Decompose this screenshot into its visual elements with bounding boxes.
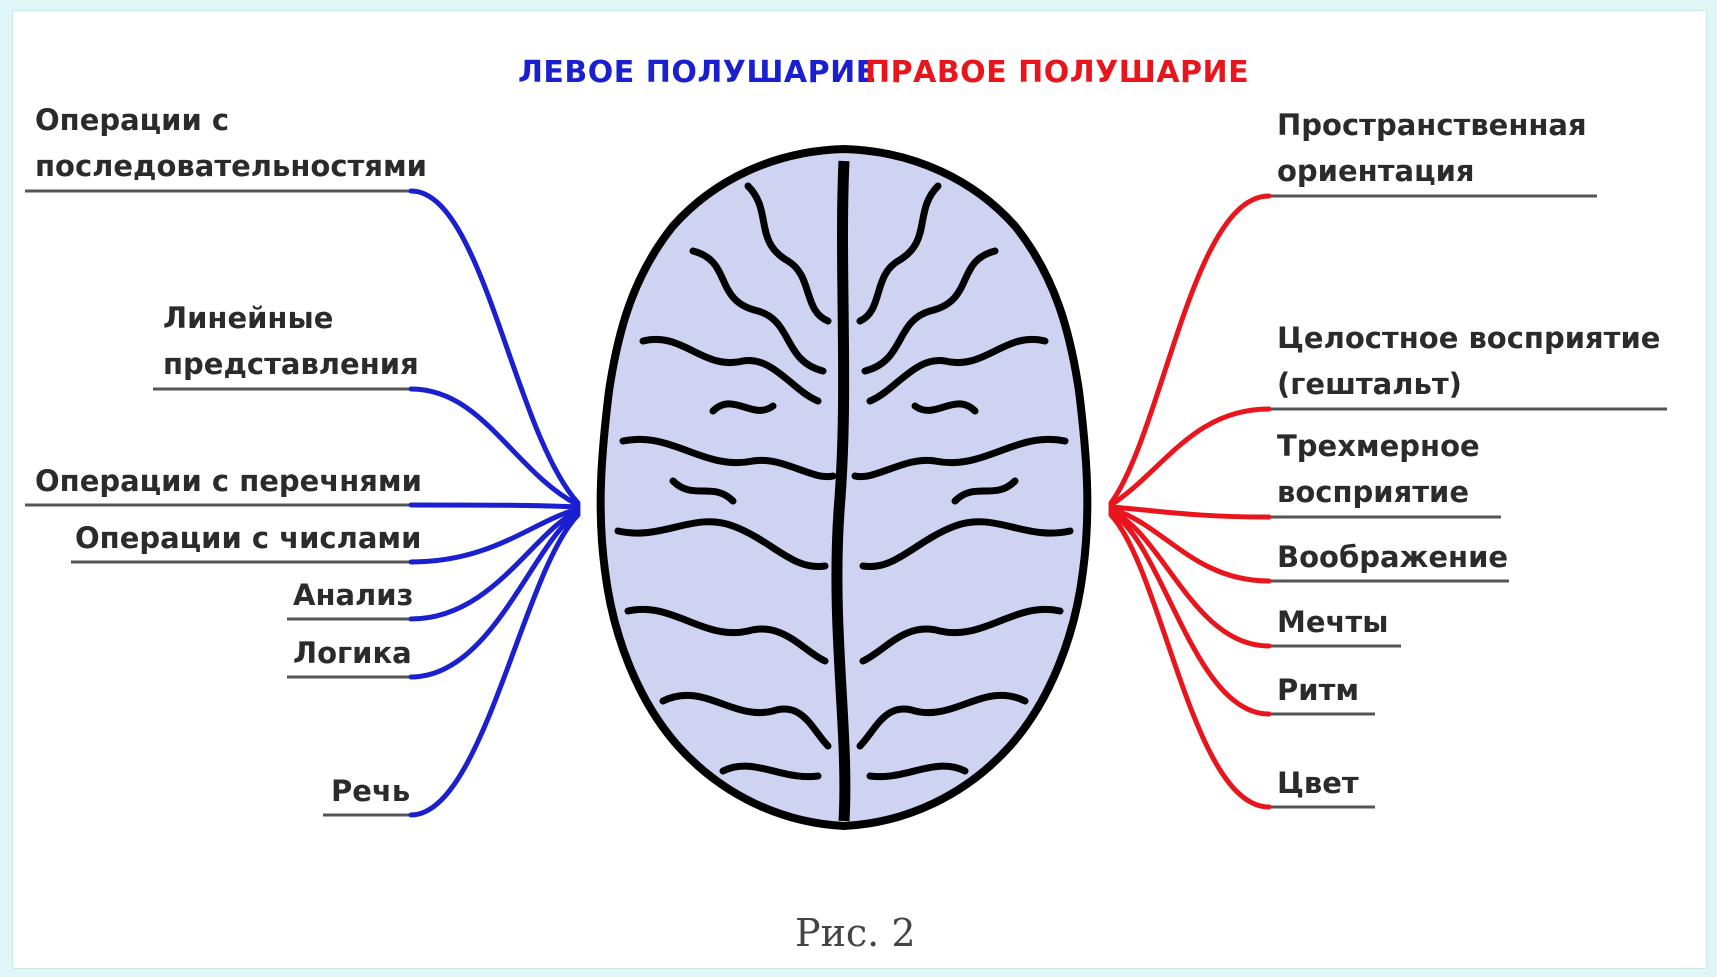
left-connector-lines [408,188,581,818]
right-label-color: Цвет [1277,766,1359,800]
brain-sulci [614,182,1074,781]
diagram-frame: ЛЕВОЕ ПОЛУШАРИЕ ПРАВОЕ ПОЛУШАРИЕ Операци… [12,10,1707,969]
left-label-logic: Логика [293,636,412,670]
left-label-analysis: Анализ [293,578,414,612]
left-label-lists: Операции с перечнями [35,464,422,498]
figure-caption: Рис. 2 [795,911,916,955]
left-underlines [25,189,411,817]
right-connector-lines [1108,193,1272,810]
brain-midline-fissure [831,160,851,822]
brain-illustration [596,144,1092,831]
right-label-holistic-perception: Целостное восприятие(гештальт) [1277,321,1661,401]
left-label-numbers: Операции с числами [75,521,422,555]
right-label-dreams: Мечты [1277,605,1389,639]
right-label-imagination: Воображение [1277,540,1509,574]
right-label-rhythm: Ритм [1277,673,1360,707]
brain-diagram-graphic [25,144,1667,831]
left-label-speech: Речь [331,774,411,808]
left-hemisphere-heading: ЛЕВОЕ ПОЛУШАРИЕ [518,55,877,90]
right-underlines [1269,194,1667,809]
right-hemisphere-heading: ПРАВОЕ ПОЛУШАРИЕ [865,55,1250,90]
